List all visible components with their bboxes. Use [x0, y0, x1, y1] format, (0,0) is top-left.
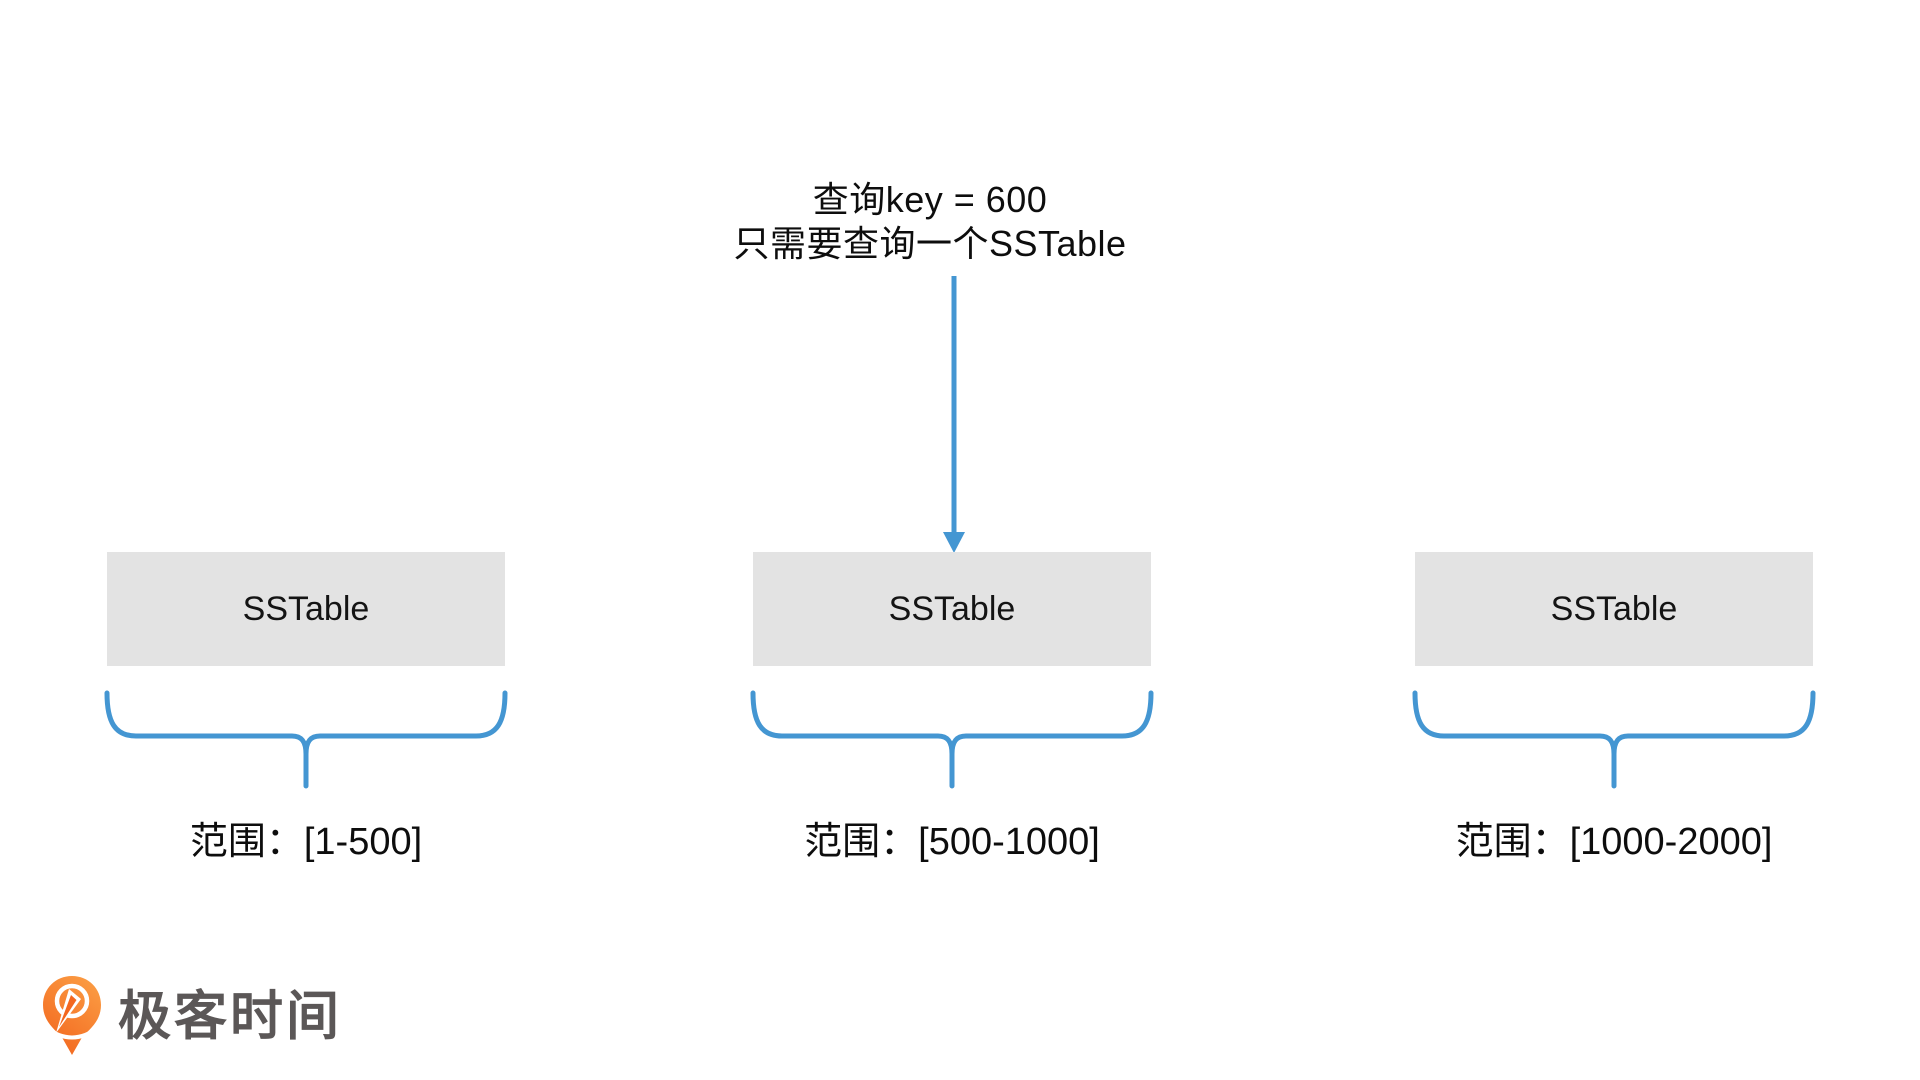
sstable-box-3: SSTable — [1415, 552, 1813, 666]
range-label-1: 范围：[1-500] — [189, 821, 423, 863]
curly-brace-icon-3 — [1412, 690, 1816, 789]
query-annotation-line-1: 查询key = 600 — [812, 179, 1048, 220]
sstable-box-1-label: SSTable — [242, 589, 370, 628]
geektime-logo: 极客时间 — [40, 974, 342, 1060]
range-label-3: 范围：[1000-2000] — [1455, 821, 1773, 863]
curly-brace-icon-1 — [104, 690, 508, 789]
geektime-logo-text: 极客时间 — [118, 987, 342, 1046]
range-label-2: 范围：[500-1000] — [804, 821, 1100, 863]
sstable-box-3-label: SSTable — [1550, 589, 1678, 628]
curly-brace-icon-2 — [750, 690, 1154, 789]
sstable-box-2: SSTable — [753, 552, 1151, 666]
query-annotation: 查询key = 600 只需要查询一个SSTable — [628, 178, 1232, 266]
down-arrow-icon — [943, 276, 965, 553]
sstable-box-1: SSTable — [107, 552, 505, 666]
geektime-pin-icon — [43, 976, 101, 1055]
query-annotation-line-2: 只需要查询一个SSTable — [733, 223, 1127, 264]
sstable-box-2-label: SSTable — [888, 589, 1016, 628]
